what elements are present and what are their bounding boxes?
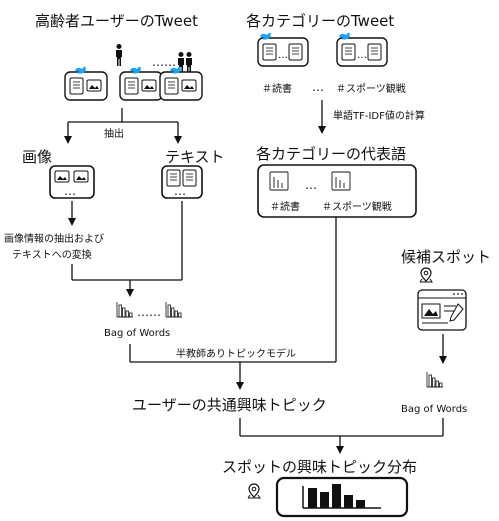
box-tag-reading: ＃読書 (270, 200, 300, 213)
location-pin-icon (419, 267, 433, 283)
candidate-spots-title: 候補スポット (401, 248, 491, 266)
image-extract-line1: 画像情報の抽出および (4, 232, 104, 245)
tweet-icon (159, 66, 203, 101)
tag-ellipsis: … (312, 80, 324, 94)
semi-supervised-label: 半教師ありトピックモデル (176, 347, 296, 360)
tweet-icon (119, 66, 163, 101)
category-representative-title: 各カテゴリーの代表語 (256, 145, 406, 163)
document-chart-icon (331, 171, 351, 191)
tag-reading: ＃読書 (262, 82, 292, 95)
text-bundle-ellipsis: … (174, 184, 186, 198)
representative-ellipsis: … (305, 178, 317, 192)
common-interest-title: ユーザーの共通興味トピック (132, 396, 327, 414)
image-extract-line2: テキストへの変換 (12, 248, 92, 261)
representative-words-box (257, 164, 417, 218)
image-title: 画像 (22, 148, 52, 166)
category-tweet-icon: … (336, 32, 388, 67)
elderly-tweets-title: 高齢者ユーザーのTweet (35, 12, 198, 30)
people-ellipsis: …… (152, 55, 176, 69)
document-chart-icon (269, 171, 289, 191)
histogram-ellipsis: …… (137, 305, 161, 319)
svg-text:…: … (357, 50, 367, 61)
histogram-icon (426, 371, 444, 388)
box-tag-sports: ＃スポーツ観戦 (322, 200, 392, 213)
category-tweets-title: 各カテゴリーのTweet (246, 12, 394, 30)
bag-of-words-right: Bag of Words (401, 404, 467, 415)
location-pin-icon (247, 483, 261, 499)
tweet-icon (64, 66, 108, 101)
text-bundle-icon (161, 165, 203, 199)
histogram-icon (116, 301, 134, 318)
spot-topic-distribution-title: スポットの興味トピック分布 (222, 458, 417, 476)
histogram-icon (165, 301, 183, 318)
topic-distribution-box (275, 476, 409, 518)
bag-of-words-left: Bag of Words (104, 328, 170, 339)
webpage-icon (417, 289, 467, 331)
svg-text:…: … (278, 50, 288, 61)
category-tweet-icon: … (257, 32, 309, 67)
extract-label: 抽出 (104, 127, 124, 140)
tfidf-label: 単語TF-IDF値の計算 (333, 109, 425, 122)
image-bundle-ellipsis: … (64, 184, 76, 198)
tag-sports: ＃スポーツ観戦 (336, 82, 406, 95)
image-bundle-icon (49, 165, 95, 199)
text-title: テキスト (165, 148, 225, 166)
